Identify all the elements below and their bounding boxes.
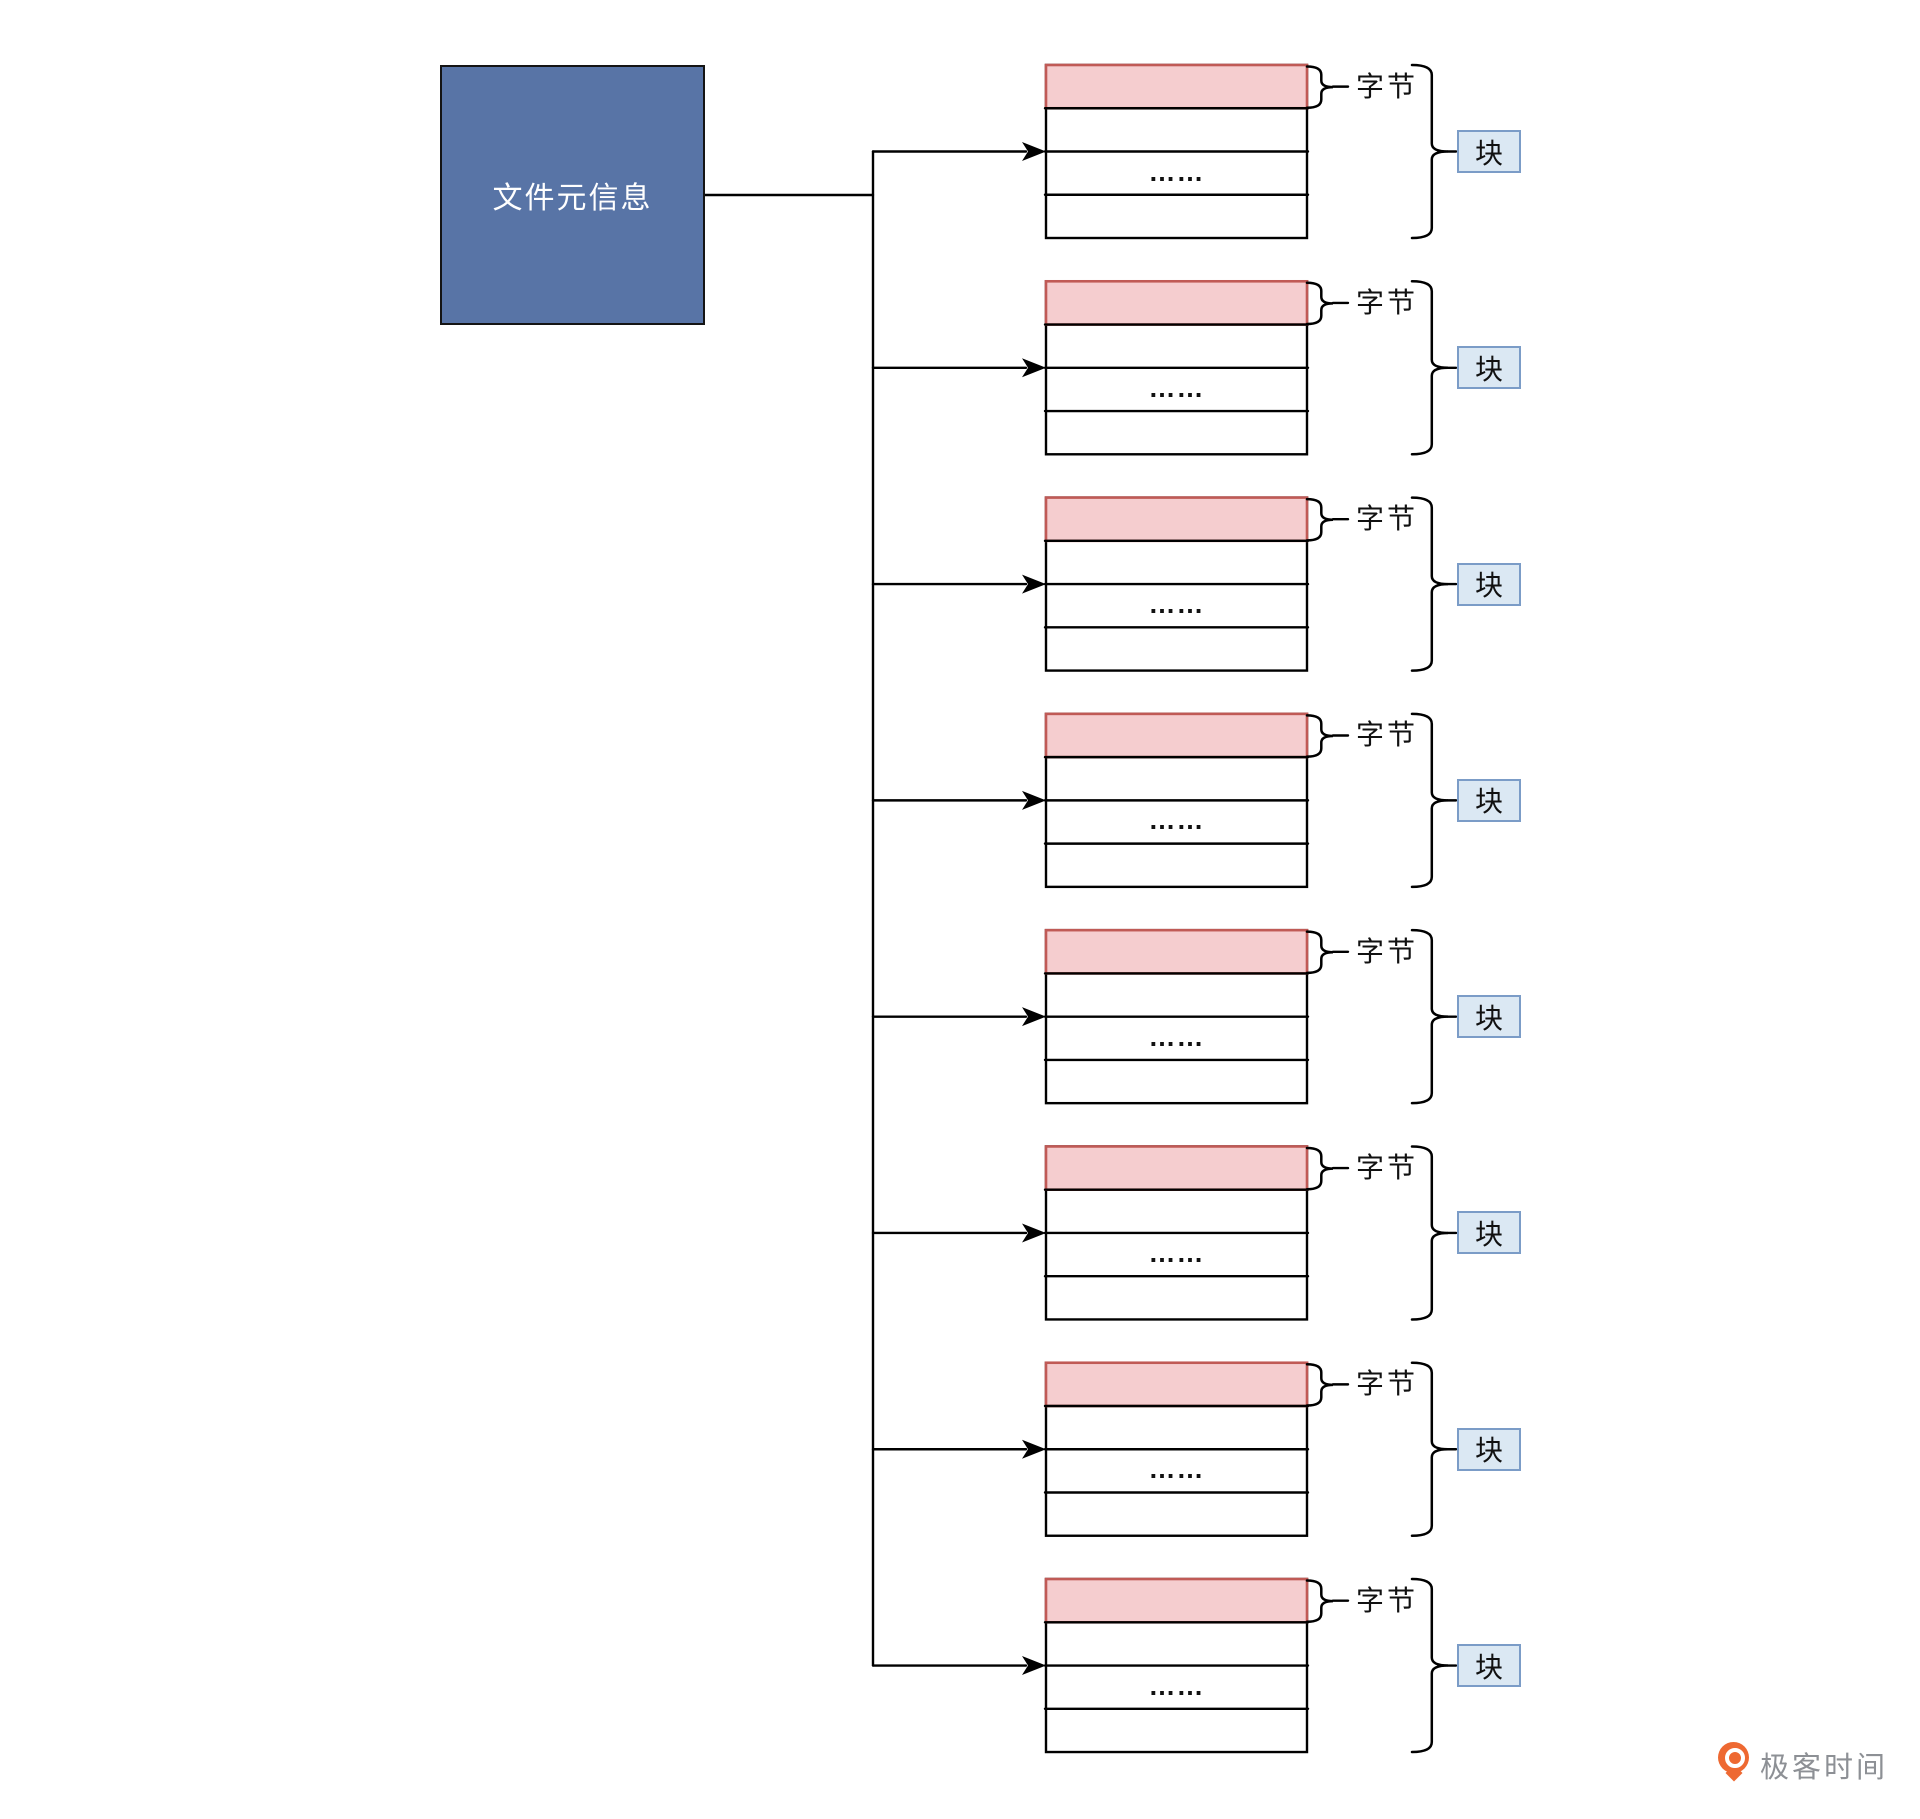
brand-name: 极客时间 [1760,1751,1889,1784]
byte-label: 字节 [1356,719,1419,751]
block-label: 块 [1474,786,1503,818]
byte-brace [1305,1579,1334,1624]
byte-row [1044,1361,1309,1408]
byte-row [1044,1577,1309,1624]
byte-label: 字节 [1356,1584,1419,1616]
block-label: 块 [1474,137,1503,169]
arrowhead-icon [1022,1223,1046,1243]
byte-brace [1305,65,1334,109]
ellipsis-text: …… [1148,589,1205,620]
arrowhead-icon [1022,1439,1046,1459]
block-box: 块 [1457,995,1521,1039]
ellipsis-text: …… [1148,156,1205,187]
block-label: 块 [1474,1002,1503,1034]
byte-row [1044,63,1309,110]
byte-brace [1305,1362,1334,1407]
block-box: 块 [1457,1644,1521,1688]
byte-row [1044,712,1309,759]
block-box: 块 [1457,346,1521,390]
byte-row [1044,1145,1309,1191]
block-box: 块 [1457,130,1521,173]
byte-brace [1305,497,1334,542]
block-box: 块 [1457,1211,1521,1255]
block-box: 块 [1457,562,1521,606]
arrowhead-icon [1022,790,1046,810]
block-label: 块 [1474,353,1503,385]
byte-label: 字节 [1356,503,1419,535]
file-meta-box: 文件元信息 [440,65,705,325]
block-label: 块 [1474,1435,1503,1467]
byte-brace [1305,930,1334,975]
ellipsis-text: …… [1148,1237,1205,1268]
arrowhead-icon [1022,1007,1046,1027]
byte-label: 字节 [1356,935,1419,967]
ellipsis-text: …… [1148,1021,1205,1052]
block-box: 块 [1457,778,1521,822]
byte-label: 字节 [1356,286,1419,318]
byte-row [1044,928,1309,975]
arrowhead-icon [1022,142,1046,161]
ellipsis-text: …… [1148,1454,1205,1485]
arrowhead-icon [1022,1656,1046,1676]
ellipsis-text: …… [1148,1670,1205,1701]
byte-row [1044,496,1309,543]
geektime-icon [1718,1742,1751,1787]
byte-brace [1305,714,1334,758]
ellipsis-text: …… [1148,372,1205,403]
byte-brace [1305,1146,1334,1191]
block-label: 块 [1474,570,1503,602]
ellipsis-text: …… [1148,805,1205,836]
arrowhead-icon [1022,358,1046,378]
block-label: 块 [1474,1218,1503,1250]
brand-logo: 极客时间 [1718,1742,1888,1787]
block-box: 块 [1457,1427,1521,1471]
block-label: 块 [1474,1651,1503,1683]
byte-brace [1305,281,1334,326]
file-meta-label: 文件元信息 [492,182,653,215]
byte-row [1044,279,1309,326]
byte-label: 字节 [1356,70,1419,102]
geektime-icon-ring [1725,1748,1745,1768]
byte-label: 字节 [1356,1368,1419,1400]
arrowhead-icon [1022,574,1046,594]
byte-label: 字节 [1356,1152,1419,1184]
